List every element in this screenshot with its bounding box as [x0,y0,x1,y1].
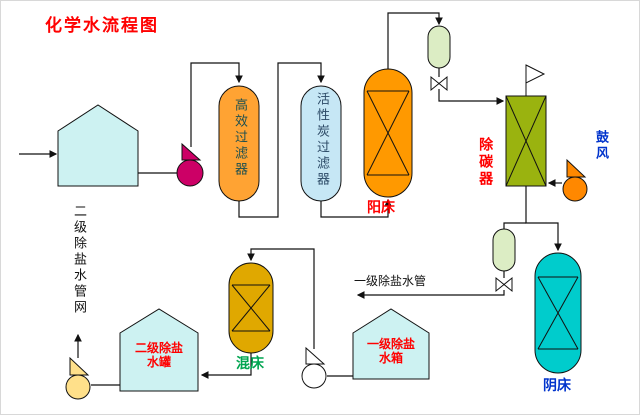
valve-1-icon [430,75,440,92]
high-efficiency-filter-vessel [218,85,260,202]
primary-water-pump-body [301,363,327,389]
primary-demin-water-tank [352,308,430,380]
label-anion-bed: 阴床 [543,378,571,394]
blower-pump-icon [562,158,588,202]
activated-carbon-filter-vessel [300,85,342,202]
raw-water-tank [57,104,139,187]
pipe-cation-to-gauge1 [387,12,443,69]
label-primary-demin-tank-line1: 一级除盐 [366,337,415,351]
anion-bed-cross-2 [537,276,579,350]
secondary-water-pump-cone [69,356,90,376]
pipes [19,12,562,386]
label-blower: 鼓风 [592,130,608,162]
gauge-vessel-2-shell [492,228,516,272]
label-secondary-demin-tank-line2: 水罐 [146,354,171,369]
cation-bed-vessel [363,68,413,198]
cation-bed-cross-2 [366,90,410,176]
pipe-mixedbed-to-tank2 [200,353,252,379]
valve-2-icon [495,276,505,293]
pipe-filter2-to-cation [320,198,392,218]
mixed-bed-vessel [228,262,274,354]
label-high-efficiency-filter: 高效过滤器 [231,98,247,178]
label-mixed-bed: 混床 [236,356,264,372]
label-secondary-demin-tank-line1: 二级除盐 [134,341,183,355]
mixed-bed-cross-2 [231,284,271,332]
blower-pump-body [562,176,588,202]
decarbonizer-cross-2 [505,95,547,187]
diagram-title: 化学水流程图 [45,16,159,36]
gauge-vessel-1-shell [427,25,451,69]
feed-pump-icon [176,142,204,187]
feed-pump-body [176,159,204,187]
gauge-vessel-1 [427,25,451,92]
label-cation-bed: 阳床 [367,200,395,216]
primary-water-pump-cone [305,346,326,365]
valve-1-icon-right [438,75,448,92]
decarbonizer-flag-icon [525,64,546,84]
label-primary-demin-tank: 一级除盐 水箱 [353,337,429,366]
secondary-water-pump-body [65,374,91,400]
secondary-water-pump-icon [65,356,91,400]
secondary-demin-water-tank [119,308,199,392]
decarbonizer-column [505,64,547,187]
pipe-branch-to-gauge2 [503,222,526,230]
pipe-pump-to-filter1 [190,62,243,147]
pipe-filter1-to-filter2 [238,62,325,218]
label-activated-carbon-filter: 活性炭过滤器 [313,92,329,188]
pipe-primary-water [356,290,505,299]
label-primary-demin-pipe: 一级除盐水管 [354,274,427,288]
valve-2-icon-right [503,276,513,293]
pipe-valve1-to-column [438,89,505,105]
label-secondary-demin-tank: 二级除盐 水罐 [120,341,198,370]
label-decarbonizer: 除碳器 [477,137,494,188]
label-primary-demin-tank-line2: 水箱 [378,350,403,365]
primary-water-pump-icon [301,346,327,389]
pipe-pump2-to-mixedbed [247,248,315,349]
label-secondary-pipe-network: 二级除盐水管网 [70,204,86,316]
blower-pump-cone [566,158,587,178]
anion-bed-vessel [534,252,582,374]
pipe-column-to-anion [525,186,562,252]
gauge-vessel-2 [492,228,516,293]
